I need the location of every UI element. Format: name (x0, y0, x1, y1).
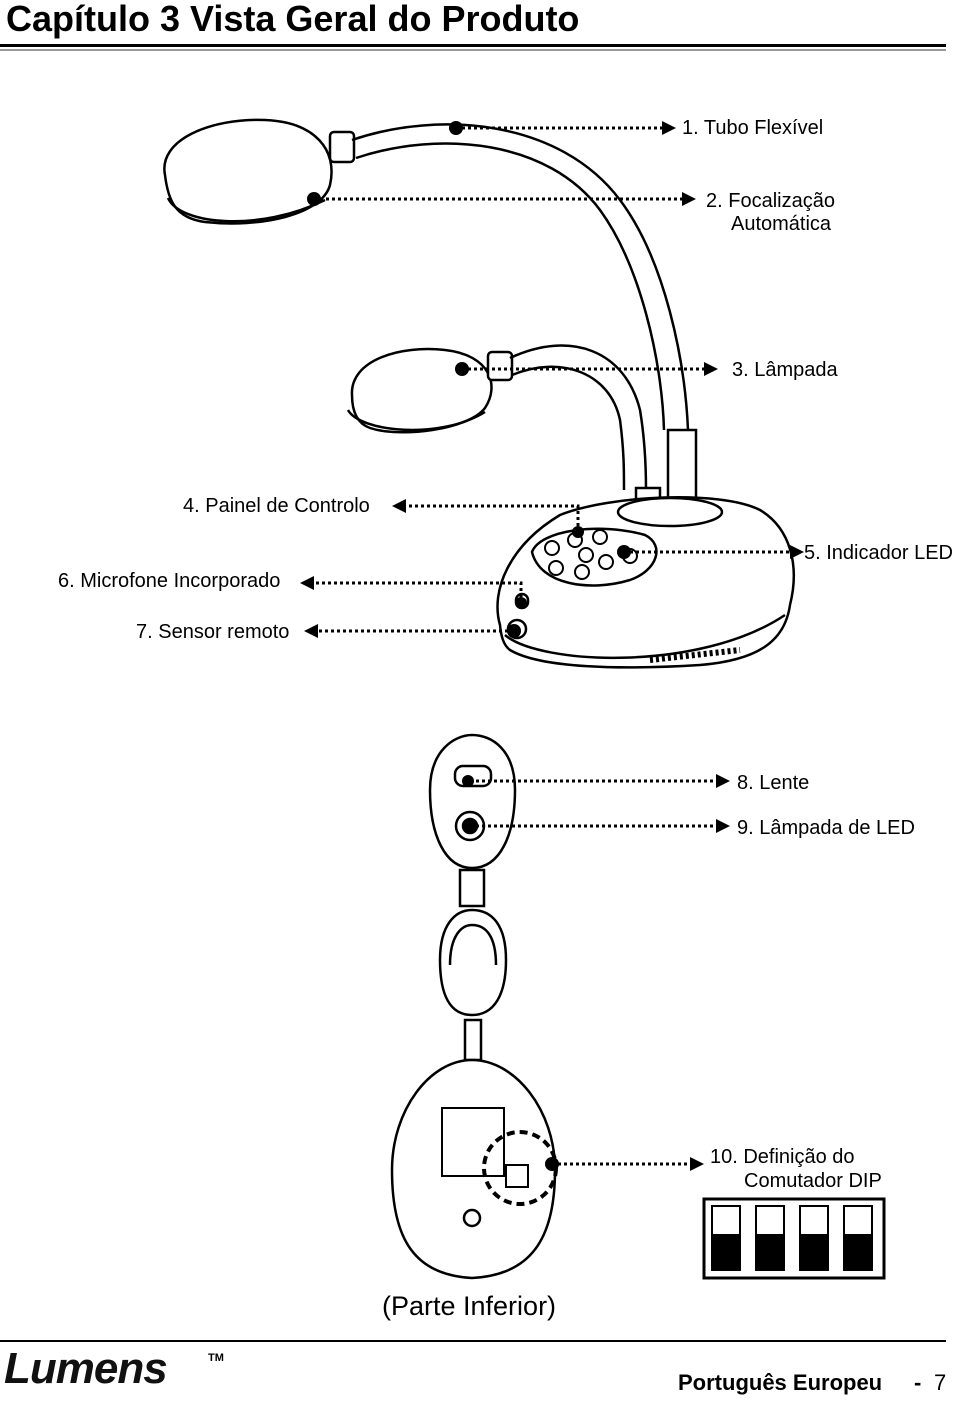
page-number: 7 (934, 1370, 947, 1395)
camera-head-lowered (346, 347, 514, 434)
title-rule (0, 44, 946, 47)
callout-lens: 8. Lente (737, 772, 810, 794)
callout-led-lamp: 9. Lâmpada de LED (737, 817, 915, 839)
bottom-view-caption: (Parte Inferior) (382, 1291, 557, 1321)
callout-autofocus: 2. Focalização (706, 190, 835, 212)
callout-autofocus-line2: Automática (731, 213, 832, 235)
page-title: Capítulo 3 Vista Geral do Produto (6, 0, 580, 39)
callout-lamp: 3. Lâmpada (732, 359, 838, 381)
callout-led-indicator: 5. Indicador LED (804, 542, 953, 564)
dip-switch-inset (702, 1197, 886, 1280)
camera-head-raised (163, 118, 356, 225)
title-rule-shadow (0, 49, 946, 51)
footer-language: Português Europeu (678, 1370, 883, 1395)
callout-remote-sensor: 7. Sensor remoto (136, 621, 290, 643)
callout-dip-switch: 10. Definição do (710, 1146, 855, 1168)
trademark-mark: TM (208, 1352, 224, 1364)
bottom-view (390, 733, 558, 1280)
footer-rule (0, 1340, 946, 1342)
callout-control-panel: 4. Painel de Controlo (183, 495, 370, 517)
footer-separator: - (914, 1370, 922, 1395)
callout-microphone: 6. Microfone Incorporado (58, 570, 281, 592)
lumens-logo: Lumens (4, 1344, 168, 1393)
callout-flexible-tube: 1. Tubo Flexível (682, 117, 824, 139)
callout-dip-switch-line2: Comutador DIP (744, 1170, 882, 1192)
